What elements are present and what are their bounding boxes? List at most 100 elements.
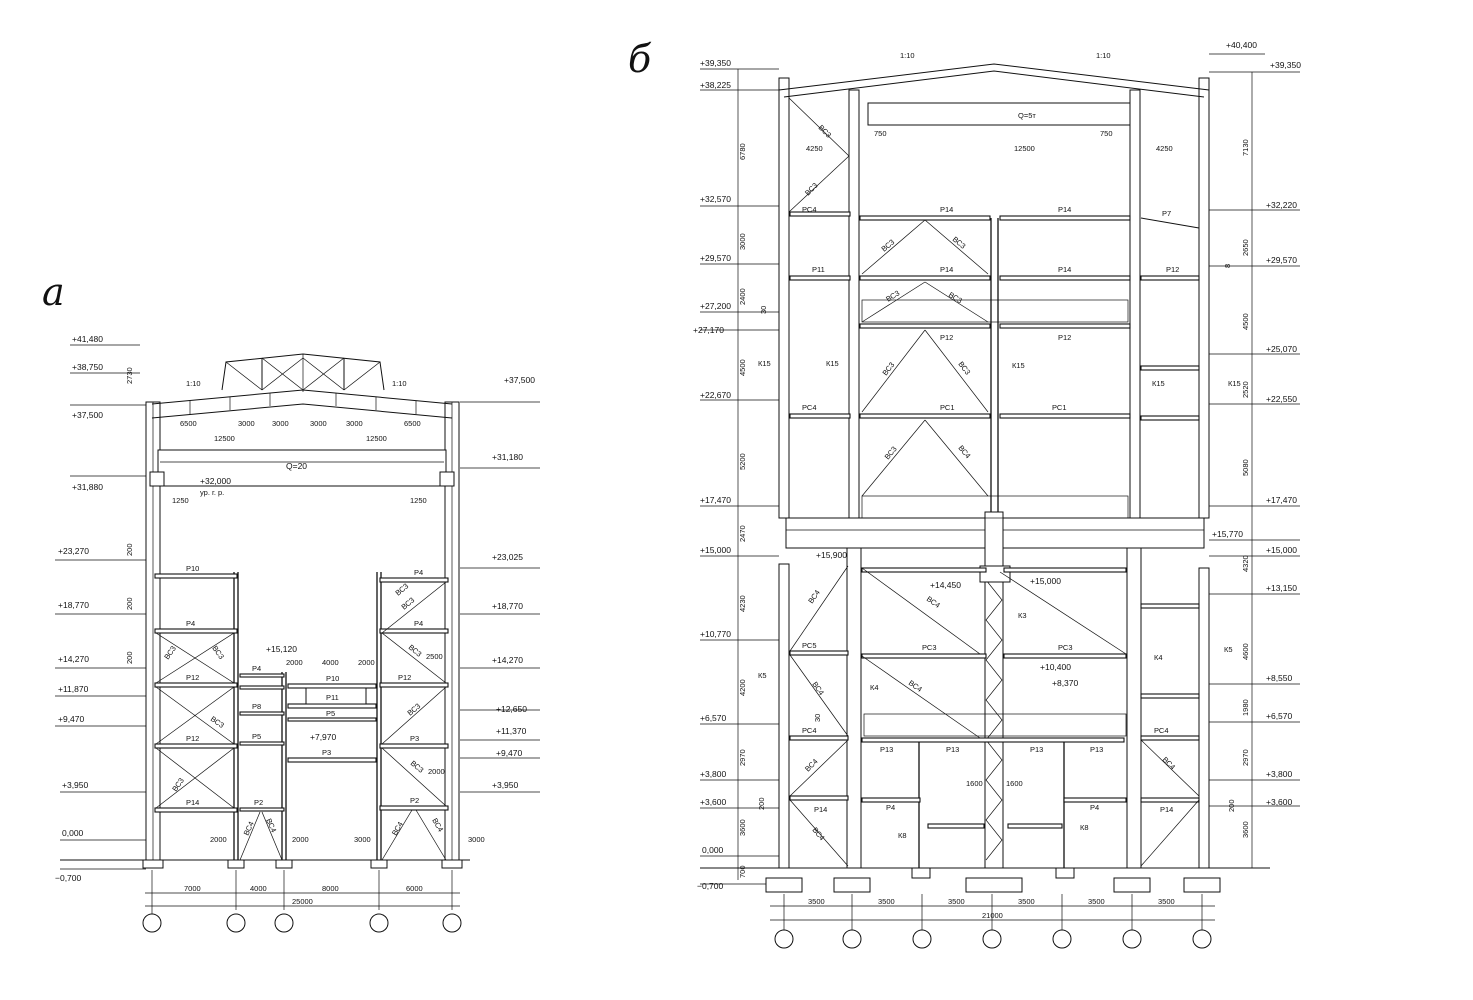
slope-a-0: 1:10 xyxy=(186,379,201,388)
beam-b-22: Р14 xyxy=(814,805,827,814)
beam-a-4: Р12 xyxy=(186,673,199,682)
inner-level-a-1: ур. г. р. xyxy=(200,488,224,497)
rvdim-b-8: 2970 xyxy=(1241,749,1250,766)
axis-dim-a-3: 6000 xyxy=(406,884,423,893)
level-a-r2: +23,025 xyxy=(492,552,523,562)
panel-b-left-vertical-dims: 6780 3000 2400 30 4500 5200 2470 4230 42… xyxy=(738,143,822,878)
brace-b-10: ВС4 xyxy=(806,588,822,605)
crane-capacity-b: Q=5т xyxy=(1018,111,1036,120)
column-b-7: К3 xyxy=(1018,611,1027,620)
inner-level-a-3: +7,970 xyxy=(310,732,337,742)
beam-a-13: Р3 xyxy=(410,734,419,743)
rvdim-b-5: 4320 xyxy=(1241,555,1250,572)
beam-b-13: РС5 xyxy=(802,641,817,650)
beam-b-19: Р13 xyxy=(1030,745,1043,754)
column-b-3: К15 xyxy=(1152,379,1165,388)
beam-a-15: Р14 xyxy=(186,798,199,807)
axis-total-a: 25000 xyxy=(292,897,313,906)
brace-a-4: ВС3 xyxy=(400,595,417,611)
sdim-a-3: 2500 xyxy=(426,652,443,661)
rvdim-b-6: 4600 xyxy=(1241,643,1250,660)
beam-a-5: Р4 xyxy=(252,664,261,673)
level-b-r11: +6,570 xyxy=(1266,711,1293,721)
top-dim-b-1: 750 xyxy=(1100,129,1113,138)
sdim-b-0: 1600 xyxy=(966,779,983,788)
axis-dim-b-3: 3500 xyxy=(1018,897,1035,906)
rvdim-b-3: 2520 xyxy=(1241,381,1250,398)
brace-a-5: ВС3 xyxy=(407,643,424,659)
beam-a-2: Р4 xyxy=(414,568,423,577)
panel-b-inner-levels: +15,900 +14,450 +15,000 +10,400 +8,370 xyxy=(816,550,1079,688)
top-dim-b-2: 4250 xyxy=(806,144,823,153)
vdim-a-3: 200 xyxy=(125,651,134,664)
brace-b-14: ВС4 xyxy=(803,757,820,774)
axis-total-b: 21000 xyxy=(982,911,1003,920)
level-b-l3: +29,570 xyxy=(700,253,731,263)
level-b-l14: −0,700 xyxy=(697,881,724,891)
panel-b-level-marks-left: +39,350 +38,225 +32,570 +29,570 +27,200 … xyxy=(693,58,731,891)
brace-b-9: ВС4 xyxy=(956,444,972,461)
rvdim-b-1: 2650 xyxy=(1241,239,1250,256)
column-b-8: К4 xyxy=(1154,653,1163,662)
beam-b-15: РС3 xyxy=(1058,643,1073,652)
level-a-r3: +18,770 xyxy=(492,601,523,611)
beam-b-17: Р13 xyxy=(880,745,893,754)
panel-a-axis-dims: 7000 4000 8000 6000 25000 xyxy=(184,884,423,906)
level-a-l9: +3,950 xyxy=(62,780,89,790)
top-dim-b-4: 4250 xyxy=(1156,144,1173,153)
beam-b-12: РС1 xyxy=(1052,403,1067,412)
panel-a-letter: а xyxy=(42,270,65,314)
level-a-r5: +12,650 xyxy=(496,704,527,714)
rvdim-b-2: 4500 xyxy=(1241,313,1250,330)
section-b: б Q=5т xyxy=(628,37,1301,949)
panel-b-frame: Q=5т xyxy=(700,53,1300,949)
level-b-r1: +39,350 xyxy=(1270,60,1301,70)
rvdim-b-9: 200 xyxy=(1227,799,1236,812)
lvdim-b-8: 4200 xyxy=(738,679,747,696)
panel-a-brace-marks: ВС3 ВС3 ВС3 ВС3 ВС3 ВС3 ВС3 ВС3 ВС4 ВС4 … xyxy=(162,581,445,837)
level-b-l11: +3,800 xyxy=(700,769,727,779)
beam-b-20: Р13 xyxy=(1090,745,1103,754)
level-b-r4: +25,070 xyxy=(1266,344,1297,354)
level-b-r8: +15,000 xyxy=(1266,545,1297,555)
slope-b-0: 1:10 xyxy=(900,51,915,60)
column-b-5: К5 xyxy=(758,671,767,680)
lvdim-b-0: 6780 xyxy=(738,143,747,160)
beam-b-1: Р14 xyxy=(940,205,953,214)
crane-capacity-a: Q=20 xyxy=(286,461,307,471)
panel-a-vertical-dims: 2730 200 200 200 xyxy=(125,367,134,664)
rvdim-b-4: 5080 xyxy=(1241,459,1250,476)
column-b-1: К15 xyxy=(826,359,839,368)
axis-dim-b-5: 3500 xyxy=(1158,897,1175,906)
brace-a-10: ВС4 xyxy=(390,820,405,837)
sdim-a-6: 2000 xyxy=(292,835,309,844)
inner-level-b-4: +8,370 xyxy=(1052,678,1079,688)
level-a-r1: +31,180 xyxy=(492,452,523,462)
brace-b-8: ВС3 xyxy=(883,445,899,462)
brace-b-5: ВС3 xyxy=(947,290,964,305)
beam-b-0: РС4 xyxy=(802,205,817,214)
level-b-l7: +17,470 xyxy=(700,495,731,505)
brace-a-0: ВС3 xyxy=(162,644,178,661)
brace-a-1: ВС3 xyxy=(210,644,226,661)
beam-a-7: Р5 xyxy=(252,732,261,741)
level-b-l13: 0,000 xyxy=(702,845,724,855)
level-a-l8: +9,470 xyxy=(58,714,85,724)
level-a-l2: +37,500 xyxy=(72,410,103,420)
column-b-4: К15 xyxy=(1228,379,1241,388)
level-b-r0: +40,400 xyxy=(1226,40,1257,50)
beam-a-16: Р2 xyxy=(254,798,263,807)
level-a-l5: +18,770 xyxy=(58,600,89,610)
level-b-l6: +22,670 xyxy=(700,390,731,400)
axis-dim-b-2: 3500 xyxy=(948,897,965,906)
level-a-r4: +14,270 xyxy=(492,655,523,665)
level-b-l2: +32,570 xyxy=(700,194,731,204)
level-a-l1: +38,750 xyxy=(72,362,103,372)
brace-b-6: ВС3 xyxy=(880,360,896,377)
sdim-a-7: 3000 xyxy=(354,835,371,844)
beam-b-10: РС4 xyxy=(802,403,817,412)
beam-a-3: Р4 xyxy=(414,619,423,628)
axis-dim-b-1: 3500 xyxy=(878,897,895,906)
panel-a-frame xyxy=(55,344,540,933)
